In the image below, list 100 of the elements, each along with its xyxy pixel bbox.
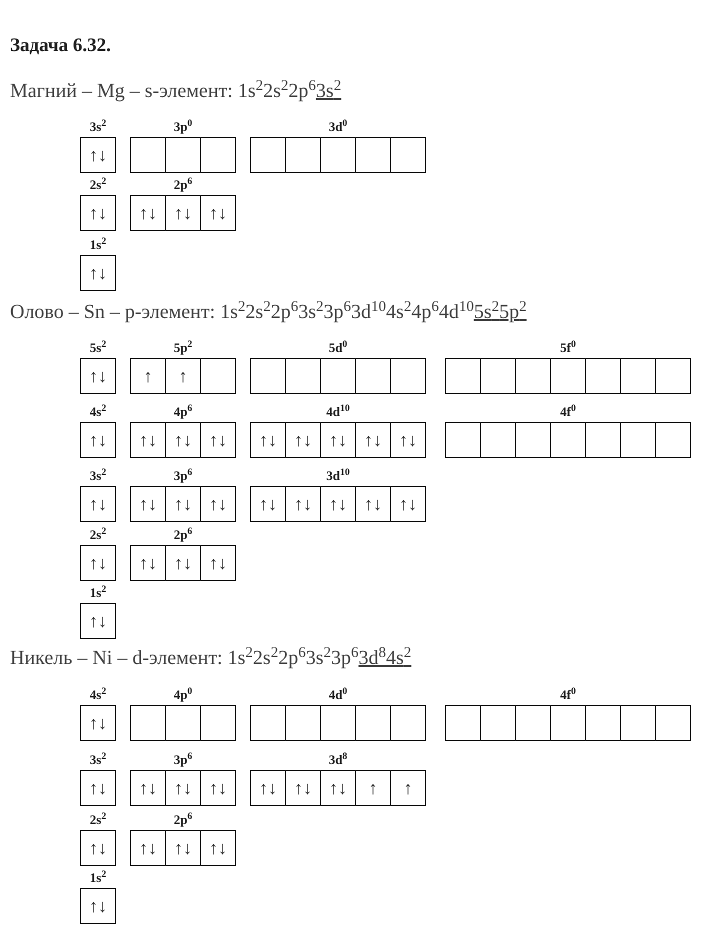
orbital-cell	[355, 137, 391, 173]
orbital-cell: ↑	[390, 770, 426, 806]
orbital-cell: ↑↓	[80, 255, 116, 291]
sublevel-label: 3d$^{0}$	[328, 117, 348, 136]
orbital-cell: ↑↓	[200, 830, 236, 866]
orbital-cell	[390, 358, 426, 394]
sublevel-label: 1s$^{2}$	[90, 868, 106, 887]
task-title: Задача 6.32.	[10, 34, 111, 58]
orbital-cell: ↑↓	[320, 422, 356, 458]
orbital-cell	[585, 422, 621, 458]
orbital-cell: ↑↓	[80, 486, 116, 522]
orbital-cell: ↑↓	[80, 545, 116, 581]
orbital-cell: ↑↓	[80, 830, 116, 866]
orbital-cell	[320, 137, 356, 173]
orbital-cell	[620, 358, 656, 394]
orbital-cell	[320, 358, 356, 394]
sublevel-label: 3d$^{10}$	[326, 466, 350, 485]
orbital-cell: ↑↓	[80, 770, 116, 806]
orbital-cell: ↑↓	[80, 195, 116, 231]
orbital-cell: ↑↓	[130, 422, 166, 458]
sublevel-label: 4s$^{2}$	[90, 685, 106, 704]
sublevel-label: 4d$^{0}$	[328, 685, 348, 704]
orbital-cell	[200, 705, 236, 741]
orbital-cell: ↑↓	[200, 486, 236, 522]
orbital-cell: ↑↓	[130, 486, 166, 522]
sublevel-label: 5s$^{2}$	[90, 338, 106, 357]
orbital-cell: ↑↓	[130, 195, 166, 231]
orbital-cell	[445, 705, 481, 741]
orbital-cell	[480, 705, 516, 741]
orbital-cell	[585, 358, 621, 394]
valence-formula: 3d$^{8}$4s$^{2}$	[358, 647, 412, 669]
orbital-cell: ↑↓	[165, 195, 201, 231]
orbital-cell	[550, 422, 586, 458]
formula-text: Олово – Sn – p-элемент: 1s$^{2}$2s$^{2}$2p$^{6}$3s$^{2}$3p$^{6}$3d$^{10}$4s$^{2}$4p$^{6}$4d$^{10}$	[10, 301, 474, 323]
sublevel-label: 3p$^{6}$	[174, 750, 192, 769]
orbital-cell: ↑↓	[165, 545, 201, 581]
orbital-cell: ↑↓	[250, 770, 286, 806]
sublevel-label: 3s$^{2}$	[90, 466, 106, 485]
orbital-cell: ↑↓	[390, 422, 426, 458]
orbital-cell: ↑↓	[80, 137, 116, 173]
sublevel-label: 2s$^{2}$	[90, 175, 106, 194]
orbital-cell: ↑↓	[285, 486, 321, 522]
sublevel-label: 2s$^{2}$	[90, 525, 106, 544]
sublevel-label: 2p$^{6}$	[174, 175, 192, 194]
orbital-cell: ↑↓	[250, 422, 286, 458]
orbital-cell	[285, 358, 321, 394]
orbital-cell	[285, 705, 321, 741]
orbital-cell: ↑↓	[130, 545, 166, 581]
orbital-cell: ↑↓	[80, 705, 116, 741]
sublevel-label: 4p$^{0}$	[174, 685, 192, 704]
orbital-cell: ↑↓	[165, 422, 201, 458]
orbital-cell	[655, 358, 691, 394]
sublevel-label: 4d$^{10}$	[326, 402, 350, 421]
orbital-cell	[200, 358, 236, 394]
orbital-cell: ↑↓	[390, 486, 426, 522]
orbital-cell	[320, 705, 356, 741]
orbital-cell	[515, 705, 551, 741]
sublevel-label: 3p$^{0}$	[174, 117, 192, 136]
sublevel-label: 4f$^{0}$	[560, 685, 576, 704]
orbital-cell: ↑↓	[165, 770, 201, 806]
orbital-cell	[130, 705, 166, 741]
orbital-cell: ↑↓	[355, 486, 391, 522]
sublevel-label: 3d$^{8}$	[328, 750, 348, 769]
sublevel-label: 2p$^{6}$	[174, 525, 192, 544]
formula-text: Магний – Mg – s-элемент: 1s$^{2}$2s$^{2}$2p$^{6}$	[10, 80, 316, 102]
sublevel-label: 4f$^{0}$	[560, 402, 576, 421]
orbital-cell	[130, 137, 166, 173]
orbital-cell	[250, 358, 286, 394]
orbital-cell: ↑↓	[80, 358, 116, 394]
sublevel-label: 3s$^{2}$	[90, 117, 106, 136]
orbital-cell: ↑	[130, 358, 166, 394]
orbital-cell: ↑↓	[200, 195, 236, 231]
orbital-cell: ↑↓	[80, 888, 116, 924]
formula-text: Никель – Ni – d-элемент: 1s$^{2}$2s$^{2}$2p$^{6}$3s$^{2}$3p$^{6}$	[10, 647, 358, 669]
orbital-cell	[585, 705, 621, 741]
orbital-cell: ↑↓	[285, 770, 321, 806]
orbital-cell	[445, 358, 481, 394]
sublevel-label: 2p$^{6}$	[174, 810, 192, 829]
orbital-cell	[200, 137, 236, 173]
orbital-cell: ↑↓	[320, 770, 356, 806]
orbital-cell: ↑↓	[200, 422, 236, 458]
orbital-cell	[390, 137, 426, 173]
sublevel-label: 3s$^{2}$	[90, 750, 106, 769]
orbital-cell: ↑↓	[165, 830, 201, 866]
orbital-cell: ↑↓	[200, 770, 236, 806]
orbital-cell	[355, 705, 391, 741]
orbital-cell	[250, 137, 286, 173]
sublevel-label: 1s$^{2}$	[90, 235, 106, 254]
orbital-cell	[390, 705, 426, 741]
orbital-cell: ↑↓	[285, 422, 321, 458]
orbital-cell	[550, 358, 586, 394]
orbital-cell	[285, 137, 321, 173]
sublevel-label: 5f$^{0}$	[560, 338, 576, 357]
orbital-cell	[655, 422, 691, 458]
orbital-cell	[515, 422, 551, 458]
orbital-cell	[480, 358, 516, 394]
orbital-cell: ↑↓	[200, 545, 236, 581]
orbital-cell	[480, 422, 516, 458]
orbital-cell	[620, 422, 656, 458]
orbital-cell	[620, 705, 656, 741]
